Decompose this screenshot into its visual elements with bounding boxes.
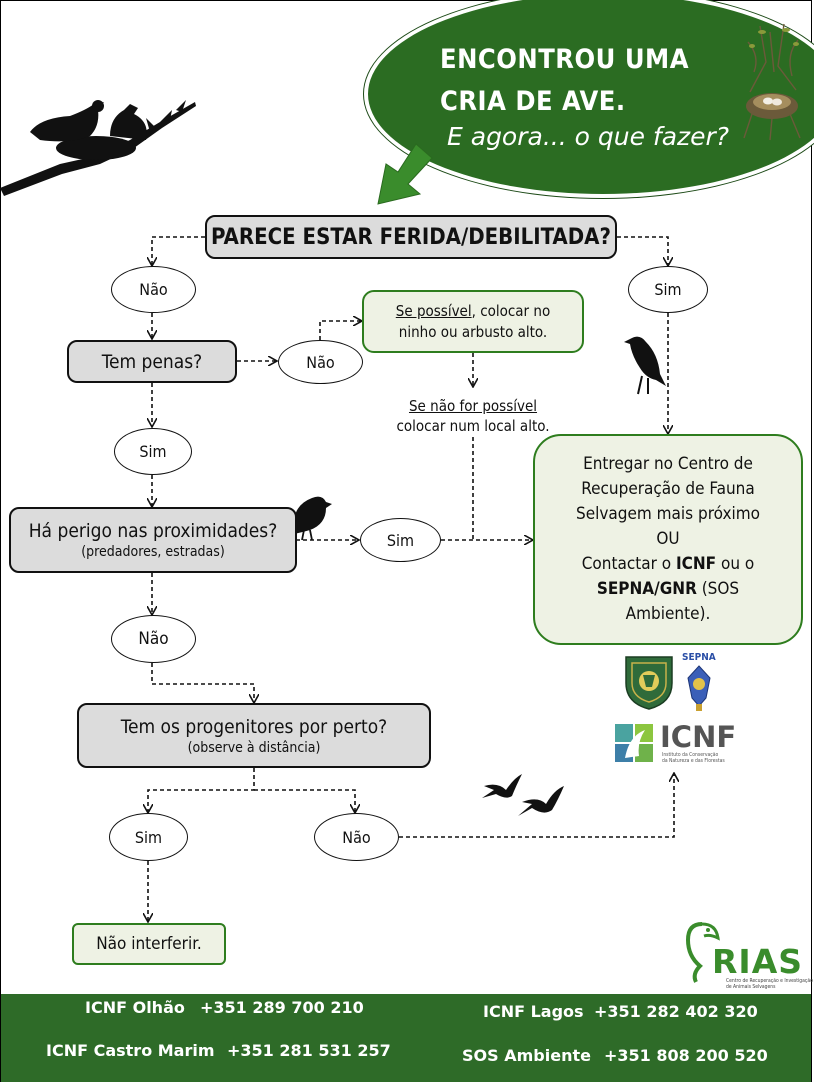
alternative-high-place: Se não for possível colocar num local al… <box>378 396 568 436</box>
footer-sos-label: SOS Ambiente <box>462 1046 591 1065</box>
rias-logo <box>685 922 720 983</box>
answer-yes-feathers: Sim <box>114 428 192 475</box>
do-not-interfere-text: Não interferir. <box>96 934 202 954</box>
answer-no-danger-text: Não <box>138 629 169 649</box>
header-title-line2: CRIA DE AVE. <box>440 86 626 117</box>
answer-yes-injured: Sim <box>628 266 708 313</box>
nest-rest-text: , colocar no <box>471 301 551 320</box>
question-parents-text: Tem os progenitores por perto? <box>120 715 388 738</box>
question-danger: Há perigo nas proximidades? (predadores,… <box>9 507 297 573</box>
icnf-logo-subtitle: Instituto da Conservação da Natureza e d… <box>662 752 725 764</box>
icnf-subtitle-line1: Instituto da Conservação <box>662 752 719 758</box>
center-line1: Entregar no Centro de <box>583 454 753 474</box>
sepna-label: SEPNA <box>682 652 716 663</box>
action-rescue-center: Entregar no Centro de Recuperação de Fau… <box>533 434 803 645</box>
answer-yes-injured-text: Sim <box>654 280 682 299</box>
answer-no-danger: Não <box>111 615 196 663</box>
center-contact-mid: ou o <box>716 554 755 574</box>
rias-logo-subtitle: Centro de Recuperação e Investigação de … <box>726 978 813 990</box>
footer-olhao-label: ICNF Olhão <box>85 998 185 1017</box>
question-injured-text: PARECE ESTAR FERIDA/DEBILITADA? <box>211 224 611 250</box>
nest-line2-text: ninho ou arbusto alto. <box>398 322 548 341</box>
nest-birds-silhouette <box>0 100 196 196</box>
footer-lagos-phone: +351 282 402 320 <box>594 1002 758 1021</box>
question-feathers-text: Tem penas? <box>101 350 203 373</box>
answer-yes-danger-text: Sim <box>386 530 415 550</box>
center-line3: Selvagem mais próximo <box>575 504 761 524</box>
rias-subtitle-line1: Centro de Recuperação e Investigação <box>726 978 813 984</box>
action-nest-box: Se possível, colocar no ninho ou arbusto… <box>362 290 584 353</box>
header-subtitle: E agora... o que fazer? <box>447 122 730 151</box>
alt-line2-text: colocar num local alto. <box>396 417 550 435</box>
answer-yes-parents-text: Sim <box>134 827 163 847</box>
footer-castro-label: ICNF Castro Marim <box>46 1041 215 1060</box>
answer-yes-parents: Sim <box>109 813 188 861</box>
answer-no-injured: Não <box>111 266 196 313</box>
nest-underlined-text: Se possível <box>395 301 472 320</box>
answer-no-feathers-text: Não <box>306 352 335 372</box>
green-arrow-icon <box>377 143 433 205</box>
sepna-emblem <box>687 665 711 711</box>
icnf-logo <box>615 724 653 762</box>
question-danger-text: Há perigo nas proximidades? <box>28 520 278 542</box>
footer-sos-phone: +351 808 200 520 <box>604 1046 768 1065</box>
icnf-subtitle-line2: da Natureza e das Florestas <box>662 758 725 764</box>
nest-eggs-photo <box>743 23 801 141</box>
footer-castro-phone: +351 281 531 257 <box>227 1041 391 1060</box>
question-danger-sub: (predadores, estradas) <box>81 544 225 560</box>
swallows-icon <box>482 774 564 816</box>
action-do-not-interfere: Não interferir. <box>72 923 226 965</box>
footer-lagos-label: ICNF Lagos <box>483 1002 584 1021</box>
answer-yes-feathers-text: Sim <box>139 442 167 461</box>
crow-icon <box>624 336 666 395</box>
contacts-footer <box>1 994 811 1082</box>
answer-no-feathers: Não <box>278 340 363 384</box>
gnr-emblem <box>625 656 673 710</box>
question-feathers: Tem penas? <box>67 340 237 383</box>
center-icnf: ICNF <box>675 554 717 574</box>
answer-no-injured-text: Não <box>139 280 168 299</box>
question-injured: PARECE ESTAR FERIDA/DEBILITADA? <box>205 215 617 259</box>
center-or: OU <box>656 529 680 549</box>
answer-no-parents-text: Não <box>342 827 371 847</box>
rias-logo-text: RIAS <box>712 942 803 981</box>
answer-yes-danger: Sim <box>360 518 441 562</box>
center-ambiente: Ambiente). <box>625 604 711 624</box>
question-parents-sub: (observe à distância) <box>187 739 321 756</box>
icnf-logo-text: ICNF <box>660 720 737 754</box>
header-title-line1: ENCONTROU UMA <box>440 44 690 75</box>
header-bubble <box>364 0 814 198</box>
question-parents: Tem os progenitores por perto? (observe … <box>77 703 431 768</box>
rias-subtitle-line2: de Animais Selvagens <box>726 984 776 990</box>
footer-olhao-phone: +351 289 700 210 <box>200 998 364 1017</box>
alt-underlined-text: Se não for possível <box>408 397 538 415</box>
center-sepna: SEPNA/GNR <box>596 579 697 599</box>
center-contact-pre: Contactar o <box>581 554 676 574</box>
center-line2: Recuperação de Fauna <box>581 479 755 499</box>
answer-no-parents: Não <box>314 813 399 861</box>
center-sos: (SOS <box>696 579 740 599</box>
